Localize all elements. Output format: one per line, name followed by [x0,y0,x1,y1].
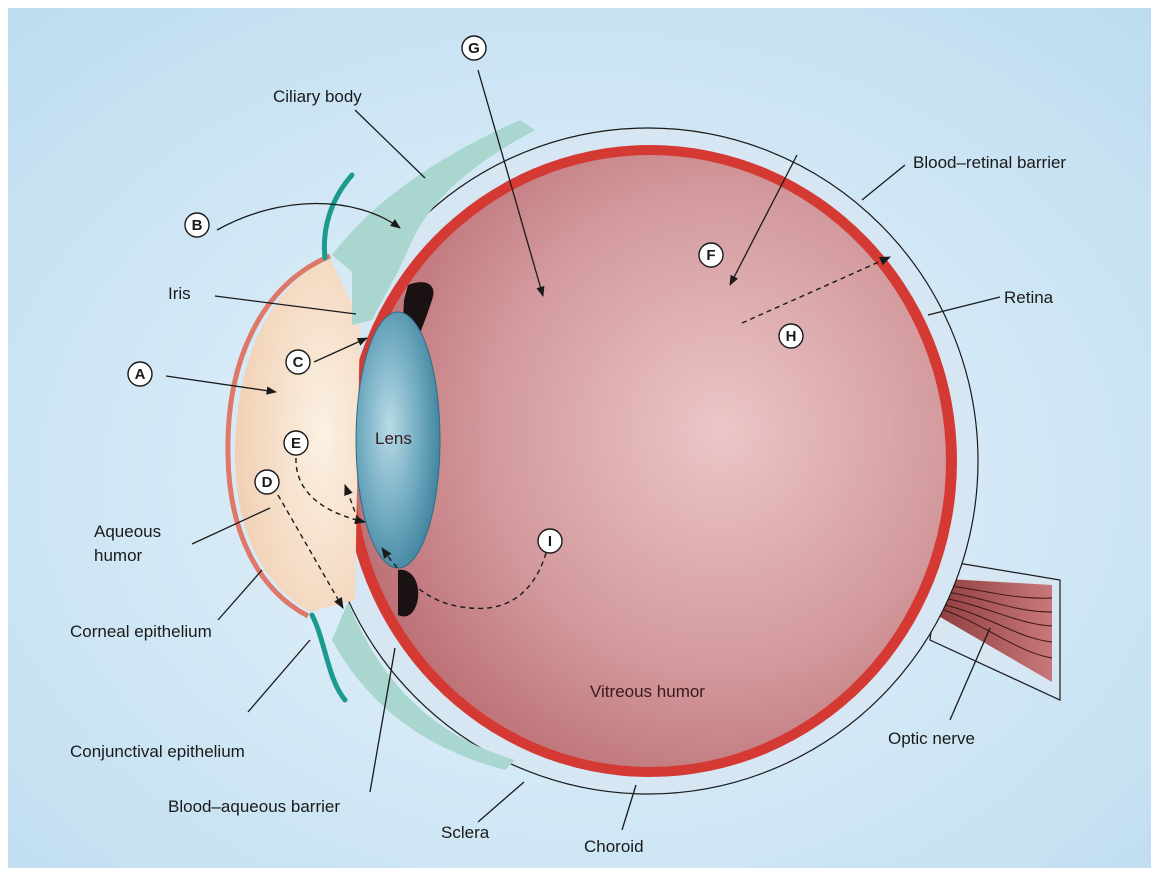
marker-a: A [128,362,152,386]
label-conjunctival-epithelium: Conjunctival epithelium [70,742,245,761]
svg-text:C: C [293,354,304,371]
marker-h: H [779,324,803,348]
svg-text:D: D [262,474,273,491]
vitreous-body [354,155,946,767]
marker-c: C [286,350,310,374]
label-ciliary-body: Ciliary body [273,87,362,106]
marker-d: D [255,470,279,494]
label-iris: Iris [168,284,191,303]
label-blood-aqueous-barrier: Blood–aqueous barrier [168,797,340,816]
svg-text:H: H [786,328,797,345]
svg-text:A: A [135,366,146,383]
label-aqueous-humor-line2: humor [94,546,143,565]
label-sclera: Sclera [441,823,490,842]
svg-text:B: B [192,217,203,234]
marker-b: B [185,213,209,237]
marker-f: F [699,243,723,267]
label-optic-nerve: Optic nerve [888,729,975,748]
svg-text:E: E [291,435,301,452]
label-blood-retinal-barrier: Blood–retinal barrier [913,153,1066,172]
label-lens: Lens [375,429,412,448]
marker-g: G [462,36,486,60]
marker-e: E [284,431,308,455]
svg-text:I: I [548,533,552,550]
svg-text:G: G [468,40,480,57]
marker-i: I [538,529,562,553]
label-corneal-epithelium: Corneal epithelium [70,622,212,641]
label-vitreous-humor: Vitreous humor [590,682,705,701]
svg-text:F: F [706,247,715,264]
label-choroid: Choroid [584,837,644,856]
label-aqueous-humor-line1: Aqueous [94,522,161,541]
label-retina: Retina [1004,288,1054,307]
